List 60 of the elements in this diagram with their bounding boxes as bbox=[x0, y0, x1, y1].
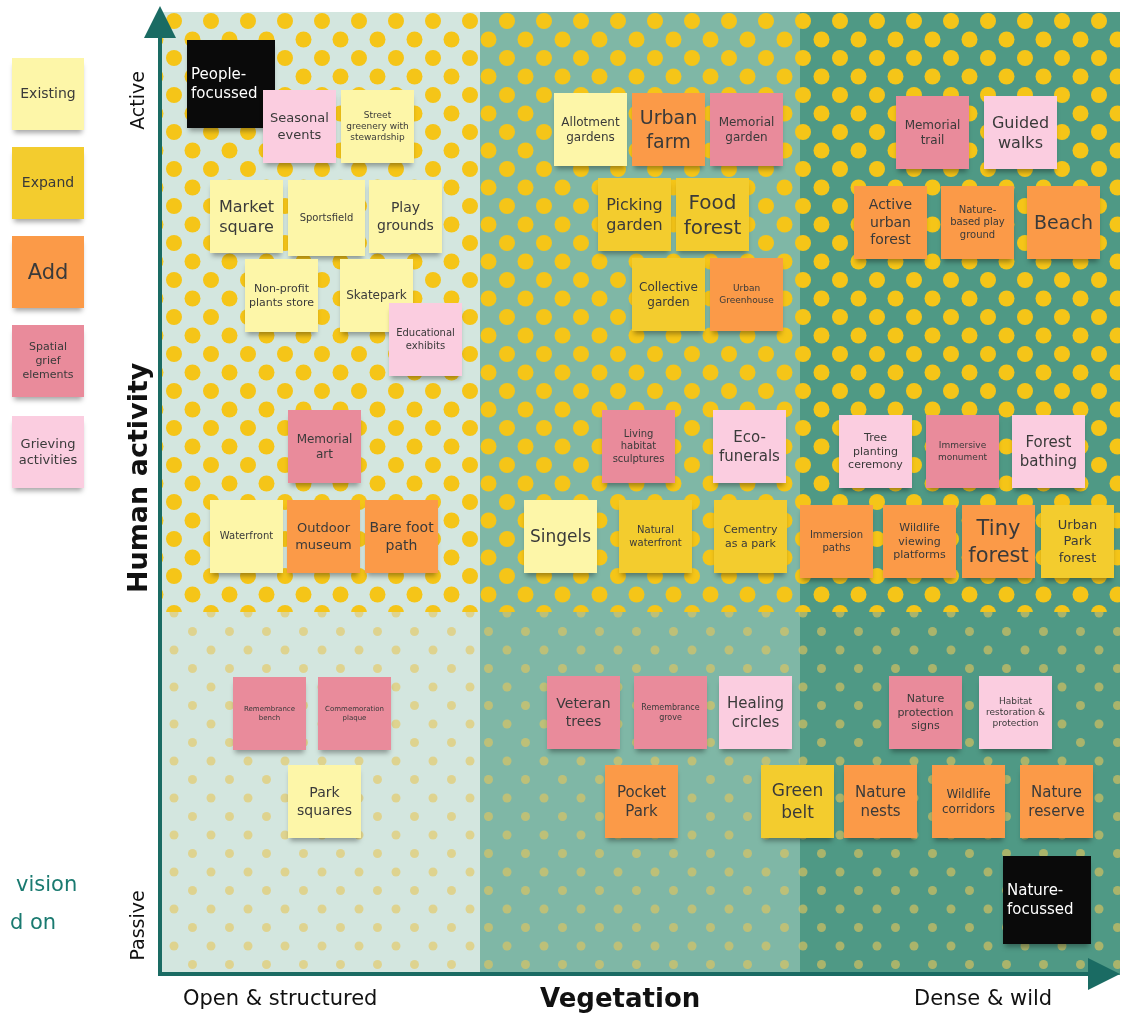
sticky-note: Nature nests bbox=[844, 765, 917, 838]
sticky-note: Eco-funerals bbox=[713, 410, 786, 483]
legend-sticky-note: Spatial grief elements bbox=[12, 325, 84, 397]
sticky-note: Immersion paths bbox=[800, 505, 873, 578]
sticky-note: Waterfront bbox=[210, 500, 283, 573]
sticky-note: Allotment gardens bbox=[554, 93, 627, 166]
sticky-note: Beach bbox=[1027, 186, 1100, 259]
legend-sticky-note: Expand bbox=[12, 147, 84, 219]
sticky-note: Nature protection signs bbox=[889, 676, 962, 749]
heading-sticky-note: Nature-focussed bbox=[1003, 856, 1091, 944]
axis-title: Human activity bbox=[122, 362, 153, 594]
axis-end-label: Dense & wild bbox=[914, 986, 1053, 1010]
sticky-note: Play grounds bbox=[369, 180, 442, 253]
sticky-note: Pocket Park bbox=[605, 765, 678, 838]
sticky-note: Veteran trees bbox=[547, 676, 620, 749]
axis-end-label: Active bbox=[126, 70, 148, 130]
sticky-note: Nature reserve bbox=[1020, 765, 1093, 838]
sticky-note: Seasonal events bbox=[263, 90, 336, 163]
sticky-note: Natural waterfront bbox=[619, 500, 692, 573]
axis-end-label: Open & structured bbox=[183, 986, 378, 1010]
axis-end-label: Passive bbox=[126, 889, 148, 961]
sticky-note: Nature-based play ground bbox=[941, 186, 1014, 259]
sticky-note: Urban Greenhouse bbox=[710, 258, 783, 331]
sticky-note: Sportsfield bbox=[288, 180, 365, 256]
sticky-note: Habitat restoration & protection bbox=[979, 676, 1052, 749]
legend-sticky-note: Grieving activities bbox=[12, 416, 84, 488]
sticky-note: Non-profit plants store bbox=[245, 259, 318, 332]
sticky-note: Healing circles bbox=[719, 676, 792, 749]
sticky-note: Green belt bbox=[761, 765, 834, 838]
cropped-text: d on bbox=[10, 910, 57, 934]
sticky-note: Guided walks bbox=[984, 96, 1057, 169]
sticky-note: Wildlife viewing platforms bbox=[883, 505, 956, 578]
sticky-note: Collective garden bbox=[632, 258, 705, 331]
sticky-note: Tiny forest bbox=[962, 505, 1035, 578]
sticky-note: Food forest bbox=[676, 178, 749, 251]
legend-sticky-note: Add bbox=[12, 236, 84, 308]
sticky-note: Forest bathing bbox=[1012, 415, 1085, 488]
cropped-text: vision bbox=[16, 872, 78, 896]
sticky-note: Living habitat sculptures bbox=[602, 410, 675, 483]
sticky-note: Wildlife corridors bbox=[932, 765, 1005, 838]
sticky-note: Street greenery with stewardship bbox=[341, 90, 414, 163]
sticky-note: Cementry as a park bbox=[714, 500, 787, 573]
sticky-note: Immersive monument bbox=[926, 415, 999, 488]
sticky-note: Memorial trail bbox=[896, 96, 969, 169]
sticky-note: Urban Park forest bbox=[1041, 505, 1114, 578]
sticky-note: Tree planting ceremony bbox=[839, 415, 912, 488]
sticky-note: Memorial garden bbox=[710, 93, 783, 166]
sticky-note: Park squares bbox=[288, 765, 361, 838]
sticky-note: Remembrance grove bbox=[634, 676, 707, 749]
sticky-note: Singels bbox=[524, 500, 597, 573]
sticky-note: Bare foot path bbox=[365, 500, 438, 573]
axis-title: Vegetation bbox=[540, 983, 701, 1013]
sticky-note: Market square bbox=[210, 180, 283, 253]
sticky-note: Educational exhibits bbox=[389, 303, 462, 376]
sticky-note: Urban farm bbox=[632, 93, 705, 166]
legend-sticky-note: Existing bbox=[12, 58, 84, 130]
sticky-note: Outdoor museum bbox=[287, 500, 360, 573]
sticky-note: Picking garden bbox=[598, 178, 671, 251]
sticky-note: Active urban forest bbox=[854, 186, 927, 259]
sticky-note: Memorial art bbox=[288, 410, 361, 483]
